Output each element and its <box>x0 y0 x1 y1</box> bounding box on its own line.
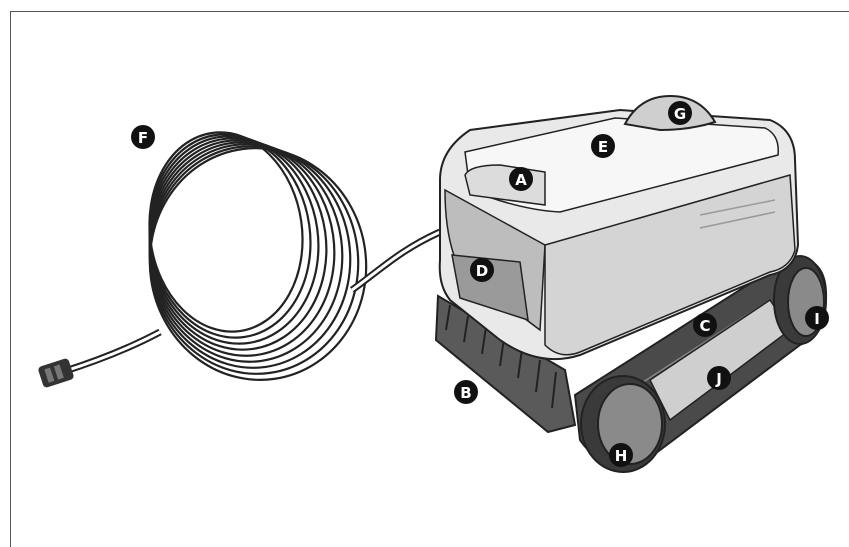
callout-f: F <box>131 125 155 149</box>
svg-text:A: A <box>515 171 527 189</box>
svg-text:D: D <box>476 262 488 280</box>
callout-b: B <box>454 380 478 404</box>
callout-a: A <box>509 167 533 191</box>
callout-e: E <box>591 134 615 158</box>
svg-text:C: C <box>699 317 710 335</box>
callout-j: J <box>707 366 731 390</box>
svg-text:G: G <box>674 105 686 123</box>
front-wheel <box>580 375 666 473</box>
svg-text:F: F <box>138 129 148 147</box>
svg-text:I: I <box>814 310 820 328</box>
frame-left-border <box>10 11 11 547</box>
coiled-cable <box>148 131 368 381</box>
svg-text:E: E <box>598 138 608 156</box>
callout-c: C <box>693 313 717 337</box>
svg-text:J: J <box>715 370 722 388</box>
frame-top-border <box>10 11 849 12</box>
rear-wheel <box>773 255 827 345</box>
callout-g: G <box>668 101 692 125</box>
callout-d: D <box>470 258 494 282</box>
callout-i: I <box>805 306 829 330</box>
svg-text:H: H <box>615 447 628 465</box>
cable-plug <box>38 358 74 388</box>
callout-h: H <box>609 443 633 467</box>
svg-text:B: B <box>460 384 471 402</box>
